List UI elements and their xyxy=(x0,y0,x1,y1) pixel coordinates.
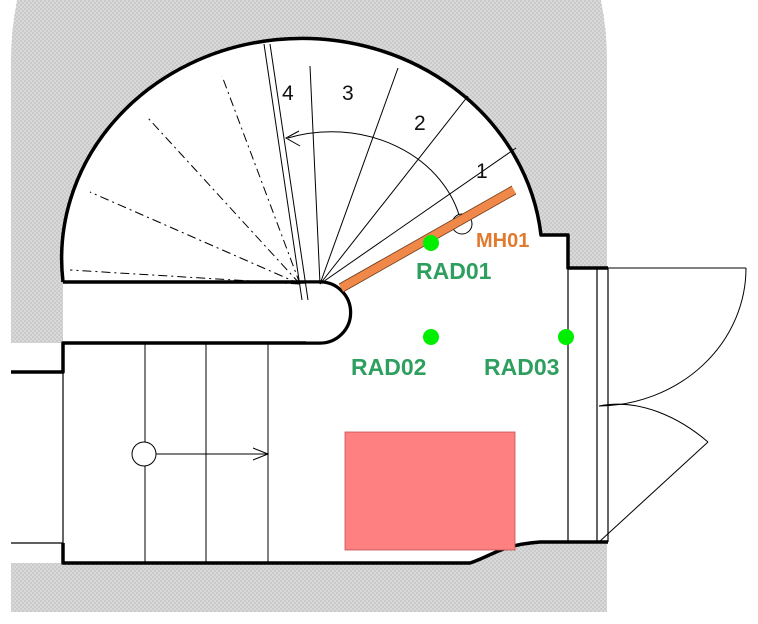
sensor-rad02-label: RAD02 xyxy=(351,354,426,380)
left-opening xyxy=(11,372,63,563)
heater-label: MH01 xyxy=(476,230,529,252)
walk-line-arc xyxy=(287,131,462,223)
sensor-rad02-dot xyxy=(423,329,439,345)
stair-steps-solid xyxy=(309,65,517,285)
step-number-2: 2 xyxy=(414,112,426,135)
stair-cut-line xyxy=(263,43,309,301)
sensor-rad01-dot xyxy=(423,235,439,251)
room-outline-bottom xyxy=(61,540,608,565)
arrow-left-icon xyxy=(284,130,301,147)
arrow-right-icon xyxy=(252,447,270,461)
stair-newel xyxy=(306,280,352,345)
room-outline xyxy=(59,36,608,283)
sensor-rad03-label: RAD03 xyxy=(484,354,559,380)
sensor-rad01-label: RAD01 xyxy=(416,258,492,284)
door-swing xyxy=(597,267,747,543)
step-number-4: 4 xyxy=(282,82,294,105)
step-number-3: 3 xyxy=(342,82,354,105)
sensor-rad03-dot xyxy=(558,329,574,345)
red-area-block xyxy=(344,431,516,551)
circle-icon xyxy=(131,441,157,467)
heater-mh01-edge-a xyxy=(338,185,513,285)
step-number-1: 1 xyxy=(476,160,488,183)
stair-steps-hidden xyxy=(69,75,301,285)
